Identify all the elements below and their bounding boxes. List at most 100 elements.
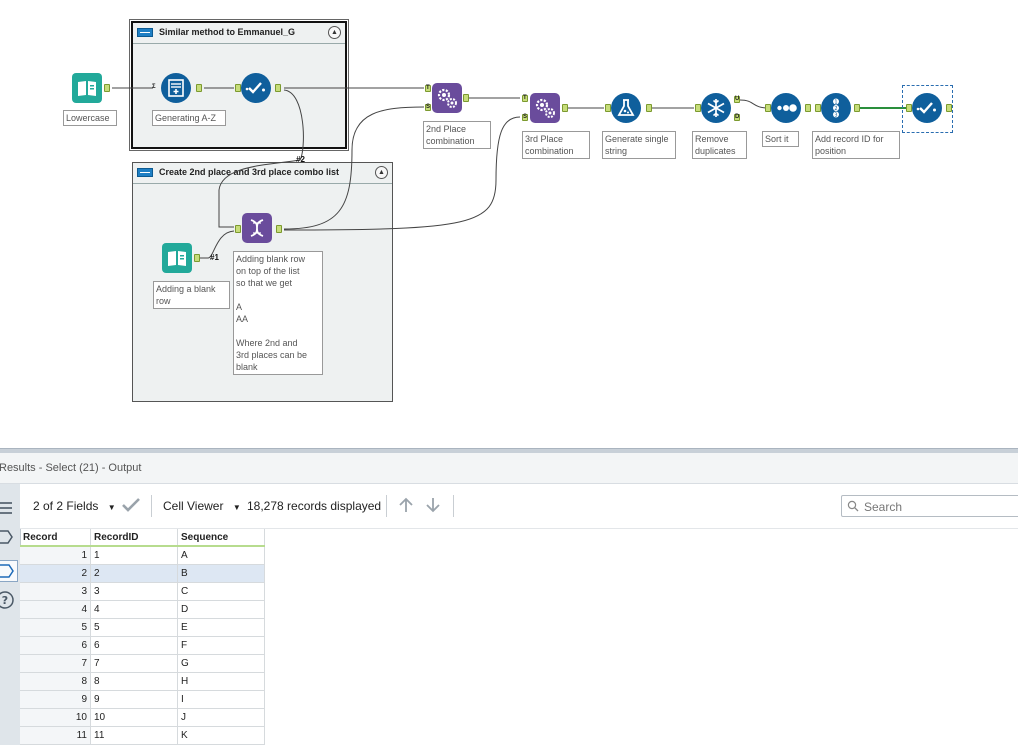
union-tool[interactable] <box>242 213 272 243</box>
sequence-cell[interactable]: E <box>178 619 265 637</box>
union-input-anchor[interactable] <box>235 225 241 233</box>
arrow-down-icon[interactable] <box>424 496 442 517</box>
record-cell[interactable]: 9 <box>20 691 91 709</box>
select-tool-2[interactable] <box>912 93 942 123</box>
recordid-cell[interactable]: 3 <box>91 583 178 601</box>
table-row[interactable]: 44D <box>20 601 265 619</box>
column-header-recordid[interactable]: RecordID <box>91 529 178 546</box>
search-input[interactable] <box>862 498 1018 516</box>
tool-label-formula: Generate single string <box>602 131 676 159</box>
sequence-cell[interactable]: J <box>178 709 265 727</box>
table-row[interactable]: 1111K <box>20 727 265 745</box>
output-anchor[interactable] <box>275 84 281 92</box>
anchor-output-icon[interactable] <box>0 527 16 547</box>
cell-viewer-label: Cell Viewer <box>163 499 223 513</box>
recordid-cell[interactable]: 2 <box>91 565 178 583</box>
table-row[interactable]: 11A <box>20 546 265 565</box>
table-row[interactable]: 22B <box>20 565 265 583</box>
blank-row-tool[interactable] <box>162 243 192 273</box>
tool-label-blank: Adding a blank row <box>153 281 230 309</box>
output-anchor[interactable] <box>196 84 202 92</box>
list-view-icon[interactable] <box>0 498 16 518</box>
select-tool-1[interactable] <box>241 73 271 103</box>
help-icon[interactable]: ? <box>0 590 16 610</box>
sequence-cell[interactable]: D <box>178 601 265 619</box>
generate-rows-tool[interactable] <box>161 73 191 103</box>
table-row[interactable]: 55E <box>20 619 265 637</box>
recordid-cell[interactable]: 1 <box>91 546 178 565</box>
grid-header-row: Record RecordID Sequence <box>20 529 265 546</box>
record-cell[interactable]: 5 <box>20 619 91 637</box>
lowercase-tool[interactable] <box>72 73 102 103</box>
anchor-input-icon[interactable] <box>0 560 18 582</box>
record-cell[interactable]: 8 <box>20 673 91 691</box>
append-fields-tool-3rd[interactable] <box>530 93 560 123</box>
sequence-cell[interactable]: B <box>178 565 265 583</box>
table-row[interactable]: 1010J <box>20 709 265 727</box>
record-cell[interactable]: 4 <box>20 601 91 619</box>
tool-label-sort: Sort it <box>762 131 799 147</box>
output-anchor[interactable] <box>194 254 200 262</box>
svg-text:3: 3 <box>834 112 837 118</box>
fields-dropdown[interactable]: 2 of 2 Fields ▼ <box>33 499 116 513</box>
append-fields-tool-2nd[interactable] <box>432 83 462 113</box>
table-row[interactable]: 66F <box>20 637 265 655</box>
sequence-cell[interactable]: K <box>178 727 265 745</box>
record-cell[interactable]: 2 <box>20 565 91 583</box>
record-id-tool[interactable]: 1 2 3 <box>821 93 851 123</box>
tool-label-generate: Generating A-Z <box>152 110 226 126</box>
record-cell[interactable]: 1 <box>20 546 91 565</box>
output-anchor[interactable] <box>276 225 282 233</box>
unique-snowflake-icon <box>701 93 731 123</box>
recordid-cell[interactable]: 8 <box>91 673 178 691</box>
tool-label-append2: 2nd Place combination <box>423 121 491 149</box>
tool-label-union: Adding blank row on top of the list so t… <box>233 251 323 375</box>
search-box[interactable] <box>841 495 1018 517</box>
column-header-sequence[interactable]: Sequence <box>178 529 265 546</box>
table-row[interactable]: 88H <box>20 673 265 691</box>
column-header-record[interactable]: Record <box>20 529 91 546</box>
apply-check-icon[interactable] <box>121 496 141 517</box>
recordid-cell[interactable]: 10 <box>91 709 178 727</box>
record-cell[interactable]: 10 <box>20 709 91 727</box>
recordid-cell[interactable]: 6 <box>91 637 178 655</box>
record-cell[interactable]: 7 <box>20 655 91 673</box>
record-cell[interactable]: 11 <box>20 727 91 745</box>
recordid-cell[interactable]: 9 <box>91 691 178 709</box>
output-anchor[interactable] <box>854 104 860 112</box>
sequence-cell[interactable]: H <box>178 673 265 691</box>
wire-unique-sort <box>740 100 768 108</box>
unique-tool[interactable] <box>701 93 731 123</box>
workflow-canvas[interactable]: Similar method to Emmanuel_G ▲ Create 2n… <box>0 0 1018 448</box>
anchor-label: Σ <box>152 84 156 90</box>
sequence-cell[interactable]: A <box>178 546 265 565</box>
arrow-up-icon[interactable] <box>397 496 415 517</box>
recordid-cell[interactable]: 7 <box>91 655 178 673</box>
output-anchor[interactable] <box>805 104 811 112</box>
recordid-cell[interactable]: 4 <box>91 601 178 619</box>
table-row[interactable]: 33C <box>20 583 265 601</box>
table-row[interactable]: 77G <box>20 655 265 673</box>
output-anchor[interactable] <box>562 104 568 112</box>
table-row[interactable]: 99I <box>20 691 265 709</box>
anchor-label: D <box>735 114 739 120</box>
output-anchor[interactable] <box>646 104 652 112</box>
cell-viewer-dropdown[interactable]: Cell Viewer ▼ <box>163 499 241 513</box>
record-cell[interactable]: 3 <box>20 583 91 601</box>
tool-label-lowercase: Lowercase <box>63 110 117 126</box>
connection-label: #1 <box>210 253 219 262</box>
sort-tool[interactable] <box>771 93 801 123</box>
recordid-cell[interactable]: 11 <box>91 727 178 745</box>
formula-tool[interactable] <box>611 93 641 123</box>
chevron-down-icon: ▼ <box>233 503 241 512</box>
recordid-cell[interactable]: 5 <box>91 619 178 637</box>
results-grid[interactable]: Record RecordID Sequence 11A22B33C44D55E… <box>20 529 265 745</box>
record-cell[interactable]: 6 <box>20 637 91 655</box>
sequence-cell[interactable]: F <box>178 637 265 655</box>
sequence-cell[interactable]: C <box>178 583 265 601</box>
output-anchor[interactable] <box>463 94 469 102</box>
output-anchor[interactable] <box>104 84 110 92</box>
sequence-cell[interactable]: G <box>178 655 265 673</box>
sequence-cell[interactable]: I <box>178 691 265 709</box>
output-anchor[interactable] <box>946 104 952 112</box>
